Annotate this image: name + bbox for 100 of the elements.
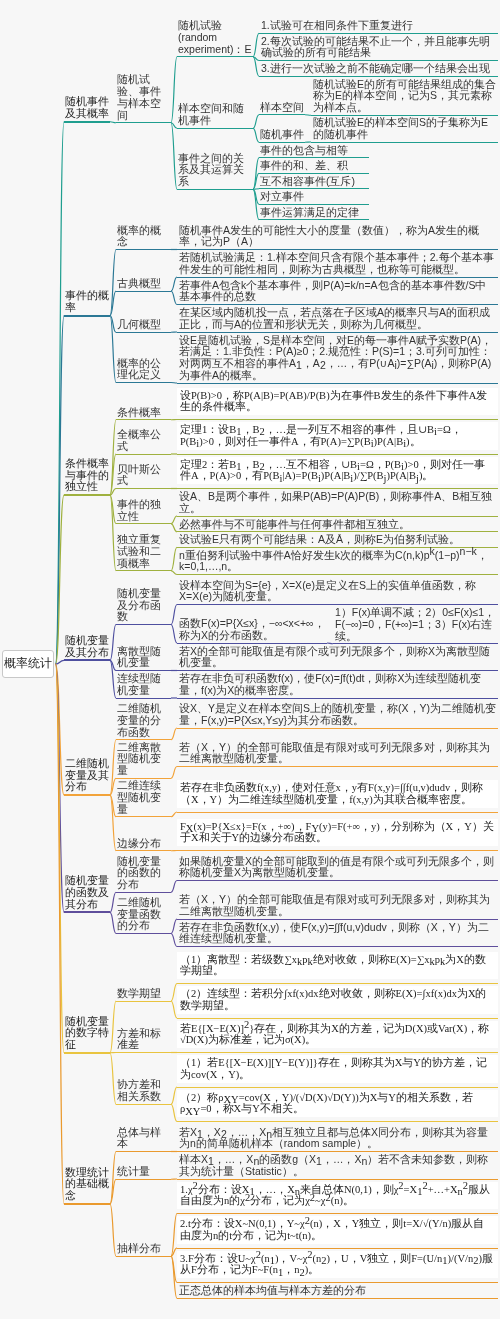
main-topic: 条件概率与事件的独立性 xyxy=(64,457,110,496)
branch-line xyxy=(170,453,178,455)
branch-label: 二维随机变量的分布函数 xyxy=(116,703,171,741)
branch-line xyxy=(109,1052,117,1105)
note-text: 必然事件与不可能事件与任何事件都相互独立。 xyxy=(177,518,498,533)
note-text: 设A、B是两个事件，如果P(AB)=P(A)P(B)，则称事件A、B相互独立。 xyxy=(177,491,498,517)
branch-line xyxy=(252,188,260,205)
branch-line xyxy=(109,1150,117,1205)
branch-label: 协方差和相关系数 xyxy=(116,1079,171,1105)
branch-label: 事件的和、差、积 xyxy=(259,160,369,174)
formula-card: （2）连续型：若积分∫xf(x)dx绝对收敛，则称E(X)=∫xf(x)dx为X的数学期望。 xyxy=(177,986,498,1019)
branch-line xyxy=(109,794,117,818)
branch-line xyxy=(170,1212,178,1257)
branch-line xyxy=(170,1103,178,1123)
note-text: 1）F(x)单调不减；2）0≤F(x)≤1，F(−∞)=0，F(+∞)=1；3）F(x)右连续。 xyxy=(333,607,498,645)
branch-line xyxy=(170,1051,178,1054)
branch-line xyxy=(170,727,178,741)
branch-line xyxy=(54,494,65,665)
branch-label: 数学期望 xyxy=(116,987,171,1002)
note-text: 若X的全部可能取值是有限个或可列无限多个，则称X为离散型随机变量。 xyxy=(177,645,498,671)
note-text: 随机试验E的所有可能结果组成的集合称为E的样本空间，记为S，其元素称为样本点。 xyxy=(311,78,498,116)
branch-line xyxy=(170,1255,178,1284)
note-text: 若存在非负函数f(x,y)，使F(x,y)=∫∫f(u,v)dudv，则称（X，Y）为二维连续型随机变量。 xyxy=(177,921,498,947)
branch-label: 随机事件 xyxy=(259,129,305,143)
branch-line xyxy=(252,188,260,190)
note-text: 设试验E只有两个可能结果：A及Ā，则称E为伯努利试验。 xyxy=(177,534,498,548)
branch-line xyxy=(170,603,178,626)
branch-label: 古典概型 xyxy=(116,277,171,292)
branch-label: 随机变量及分布函数 xyxy=(116,587,171,625)
branch-line xyxy=(252,56,260,62)
branch-line xyxy=(170,56,178,124)
branch-line xyxy=(109,623,117,661)
branch-line xyxy=(170,697,178,699)
note-text: 正态总体的样本均值与样本方差的分布 xyxy=(177,1285,498,1299)
branch-label: 总体与样本 xyxy=(116,1126,171,1152)
branch-label: 概率的概念 xyxy=(116,224,171,250)
branch-line xyxy=(109,1000,117,1054)
branch-label: 随机试验(random experiment)：E xyxy=(177,20,253,58)
branch-label: 随机变量的函数的分布 xyxy=(116,855,171,893)
branch-line xyxy=(170,1255,178,1299)
formula-card: （1）若E{[X−E(X)][Y−E(Y)]}存在，则称其为X与Y的协方差，记为cov(X，Y)。 xyxy=(177,1055,498,1088)
branch-line xyxy=(170,932,178,948)
branch-label: 对立事件 xyxy=(259,191,369,205)
note-text: 若存在非负可积函数f(x)，使F(x)=∫f(t)dt，则称X为连续型随机变量，f(x)为X的概率密度。 xyxy=(177,673,498,699)
branch-label: 事件之间的关系及其运算关系 xyxy=(177,152,253,190)
branch-line xyxy=(170,515,178,525)
branch-line xyxy=(109,487,117,496)
branch-line xyxy=(109,777,117,796)
branch-label: 事件的包含与相等 xyxy=(259,144,369,159)
branch-line xyxy=(170,248,178,251)
branch-line xyxy=(170,331,178,333)
note-text: 若（X，Y）的全部可能取值是有限对或可列无限多对，则称其为二维离散型随机变量。 xyxy=(177,741,498,767)
branch-line xyxy=(170,418,178,421)
note-text: 设样本空间为S={e}，X=X(e)是定义在S上的实值单值函数，称X=X(e)为随机变量。 xyxy=(177,579,498,605)
branch-line xyxy=(252,172,260,190)
branch-line xyxy=(109,419,117,496)
branch-line xyxy=(170,982,178,1002)
branch-line xyxy=(109,1178,117,1205)
branch-label: 贝叶斯公式 xyxy=(116,463,171,489)
branch-line xyxy=(170,290,178,306)
branch-label: 随机试验、事件与样本空间 xyxy=(116,74,171,124)
note-text: 若随机试验满足：1.样本空间只含有限个基本事件；2.每个基本事件发生的可能性相同，则称为古典概型，也称等可能概型。 xyxy=(177,252,498,278)
branch-line xyxy=(252,114,260,129)
branch-line xyxy=(109,494,117,525)
branch-label: 独立重复试验和二项概率 xyxy=(116,534,171,572)
main-topic: 随机变量及其分布 xyxy=(64,634,110,662)
branch-line xyxy=(109,290,117,317)
branch-line xyxy=(170,1150,178,1153)
branch-line xyxy=(109,121,117,124)
branch-label: 条件概率 xyxy=(116,406,171,421)
branch-line xyxy=(170,879,178,893)
main-topic: 事件的概率 xyxy=(64,290,110,317)
branch-label: 几何概型 xyxy=(116,319,171,333)
formula-card: 设P(B)>0，称P(A|B)=P(AB)/P(B)为在事件B发生的条件下事件A发生的条件概率。 xyxy=(177,387,498,420)
branch-line xyxy=(109,659,117,672)
note-text: 若（X，Y）的全部可能取值是有限对或可列无限多对，则称其为二维离散型随机变量。 xyxy=(177,894,498,920)
branch-line xyxy=(170,570,178,576)
branch-label: 二维连续型随机变量 xyxy=(116,780,171,818)
branch-label: 连续型随机变量 xyxy=(116,673,171,699)
note-text: 函数F(x)=P{X≤x}，−∞<x<+∞，称为X的分布函数。 xyxy=(177,618,327,644)
branch-line xyxy=(170,122,178,190)
branch-line xyxy=(304,141,312,143)
branch-line xyxy=(252,127,260,143)
branch-label: 边缘分布 xyxy=(116,837,171,852)
branch-line xyxy=(109,911,117,935)
branch-line xyxy=(170,523,178,533)
branch-line xyxy=(109,314,117,384)
branch-label: 互不相容事件(互斥) xyxy=(259,175,369,190)
branch-label: 统计量 xyxy=(116,1166,171,1180)
branch-line xyxy=(170,546,178,572)
branch-line xyxy=(109,248,117,317)
note-text: 3.进行一次试验之前不能确定哪一个结果会出现 xyxy=(259,63,498,77)
branch-line xyxy=(109,1203,117,1257)
branch-label: 样本空间和随机事件 xyxy=(177,103,253,129)
branch-label: 二维随机变量函数的分布 xyxy=(116,896,171,934)
branch-line xyxy=(109,453,117,496)
branch-line xyxy=(170,1247,178,1257)
branch-line xyxy=(170,669,178,672)
branch-line xyxy=(109,494,117,572)
note-text: 1.试验可在相同条件下重复进行 xyxy=(259,20,498,34)
